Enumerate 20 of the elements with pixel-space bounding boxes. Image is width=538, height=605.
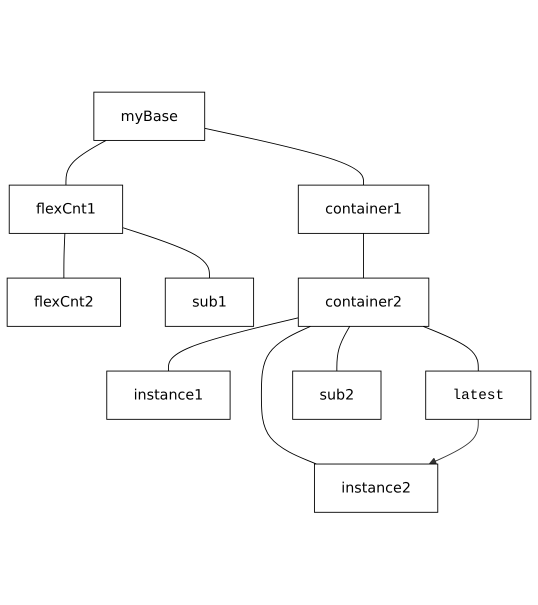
connector — [122, 227, 210, 279]
connector — [168, 318, 299, 372]
connector — [63, 233, 66, 279]
node-box: instance1 — [106, 370, 231, 420]
node-box: latest — [425, 370, 532, 420]
node-box: flexCnt1 — [8, 184, 124, 234]
node-box: flexCnt2 — [6, 278, 122, 328]
node-box: sub1 — [164, 278, 254, 328]
connector — [422, 326, 479, 372]
connector — [336, 326, 350, 372]
node-box: container2 — [298, 278, 430, 328]
node-box: instance2 — [314, 464, 438, 514]
connector — [363, 233, 364, 279]
connector — [66, 140, 106, 186]
node-box: container1 — [298, 184, 430, 234]
arrow — [428, 419, 479, 465]
connector — [204, 128, 364, 186]
node-box: myBase — [93, 92, 206, 142]
connector — [260, 326, 317, 465]
node-box: sub2 — [292, 370, 382, 420]
